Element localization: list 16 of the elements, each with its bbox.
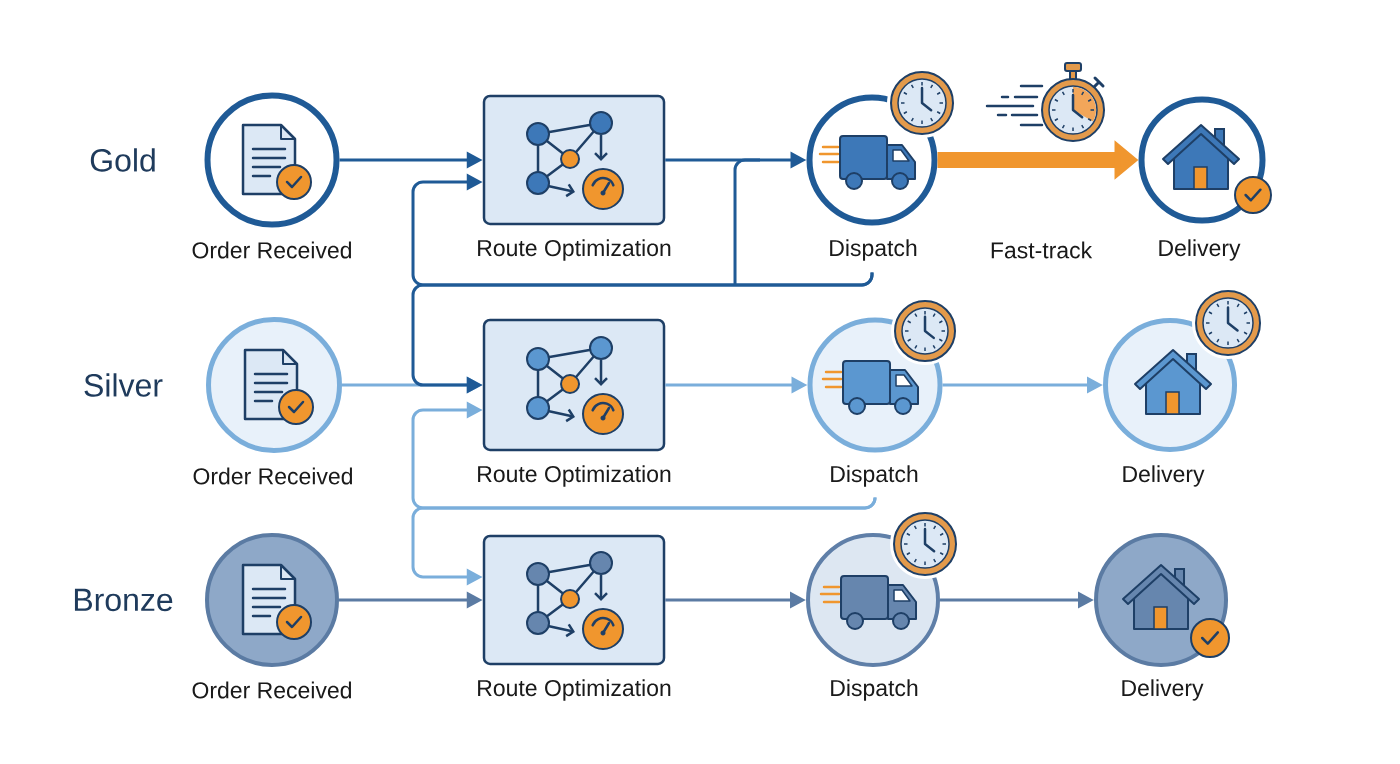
step-label: Order Received xyxy=(192,241,351,259)
step-label: Delivery xyxy=(1159,239,1241,261)
edge-label: Fast-track xyxy=(991,241,1093,259)
tier-label: Gold xyxy=(90,148,155,172)
step-label: Delivery xyxy=(1123,465,1205,487)
step-label: Route Optimization xyxy=(478,239,671,261)
step-label: Route Optimization xyxy=(478,679,671,701)
step-label: Dispatch xyxy=(831,679,918,701)
step-label: Order Received xyxy=(193,467,352,485)
step-label: Dispatch xyxy=(831,465,918,487)
step-label: Dispatch xyxy=(830,239,917,261)
step-label: Route Optimization xyxy=(478,465,671,487)
step-label: Delivery xyxy=(1122,679,1204,701)
tier-label: Silver xyxy=(84,373,163,397)
tier-label: Bronze xyxy=(74,588,173,612)
step-label: Order Received xyxy=(192,681,351,699)
